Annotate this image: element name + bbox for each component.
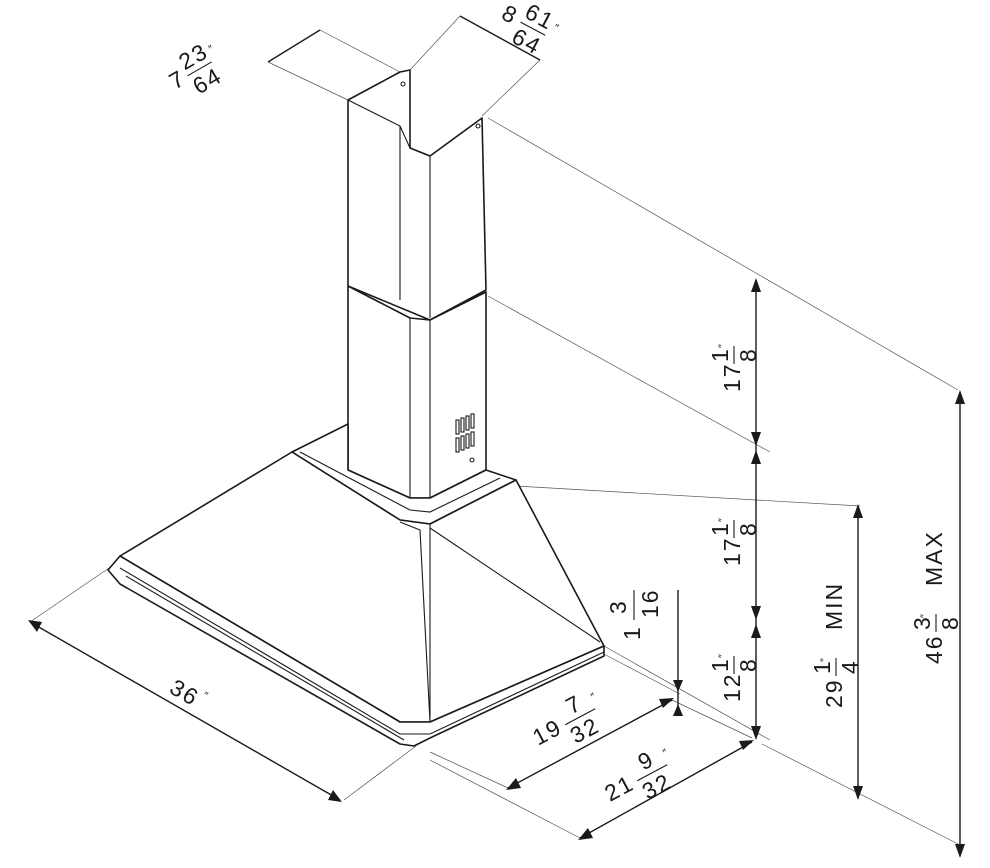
extension-lines — [29, 15, 961, 846]
svg-text:1: 1 — [707, 347, 733, 362]
dim-label-width: 36 ″ — [166, 674, 210, 711]
dim-label-duct-depth: 8 61 64 ″ — [498, 0, 561, 60]
svg-text:32: 32 — [638, 768, 676, 805]
svg-text:MIN: MIN — [821, 582, 847, 630]
dim-label-upper-duct: 17 1 8 ″ — [707, 344, 761, 392]
svg-text:19: 19 — [528, 714, 566, 751]
svg-text:″: ″ — [589, 691, 598, 703]
range-hood-body — [107, 69, 605, 747]
dim-label-outer-depth: 21 9 32 ″ — [600, 745, 676, 807]
upper-chimney — [347, 69, 487, 321]
dimension-lines — [28, 15, 965, 858]
svg-text:1: 1 — [809, 659, 835, 674]
svg-text:8: 8 — [735, 657, 761, 672]
svg-text:17: 17 — [719, 362, 745, 392]
svg-text:″: ″ — [200, 690, 209, 702]
svg-text:″: ″ — [717, 344, 729, 348]
svg-text:3: 3 — [605, 599, 631, 614]
dim-label-rim-height: 1 3 16 — [605, 588, 663, 640]
svg-text:3: 3 — [909, 615, 935, 630]
svg-text:36: 36 — [166, 674, 205, 711]
svg-text:46: 46 — [921, 634, 947, 664]
svg-text:1: 1 — [707, 521, 733, 536]
svg-text:9: 9 — [633, 745, 658, 775]
svg-text:12: 12 — [719, 672, 745, 702]
svg-text:8: 8 — [735, 347, 761, 362]
dim-label-inner-depth: 19 7 32 ″ — [528, 689, 604, 751]
svg-text:21: 21 — [600, 770, 638, 807]
svg-text:1: 1 — [619, 625, 645, 640]
dim-label-duct-width: 7 23 64 ″ — [165, 38, 227, 100]
dim-label-canopy-height: 12 1 8 ″ — [707, 654, 761, 702]
svg-text:29: 29 — [821, 678, 847, 708]
dim-label-lower-duct: 17 1 8 ″ — [707, 518, 761, 566]
svg-text:″: ″ — [717, 654, 729, 658]
svg-text:″: ″ — [551, 22, 560, 34]
svg-text:7: 7 — [561, 689, 586, 719]
dim-label-max-height: 46 3 8 ″ MAX — [909, 530, 963, 664]
dim-label-min-height: 29 1 4 ″ MIN — [809, 582, 863, 708]
svg-text:″: ″ — [919, 614, 931, 618]
svg-text:″: ″ — [717, 518, 729, 522]
svg-text:17: 17 — [719, 536, 745, 566]
svg-text:″: ″ — [207, 43, 216, 55]
svg-text:32: 32 — [566, 712, 604, 749]
svg-text:16: 16 — [637, 588, 663, 618]
svg-text:8: 8 — [735, 521, 761, 536]
svg-text:″: ″ — [661, 747, 670, 759]
svg-text:″: ″ — [819, 658, 831, 662]
svg-text:8: 8 — [937, 615, 963, 630]
vent-grille — [400, 81, 481, 463]
svg-text:MAX: MAX — [921, 530, 947, 586]
lower-chimney — [347, 285, 487, 499]
svg-text:4: 4 — [837, 659, 863, 674]
svg-text:1: 1 — [707, 657, 733, 672]
